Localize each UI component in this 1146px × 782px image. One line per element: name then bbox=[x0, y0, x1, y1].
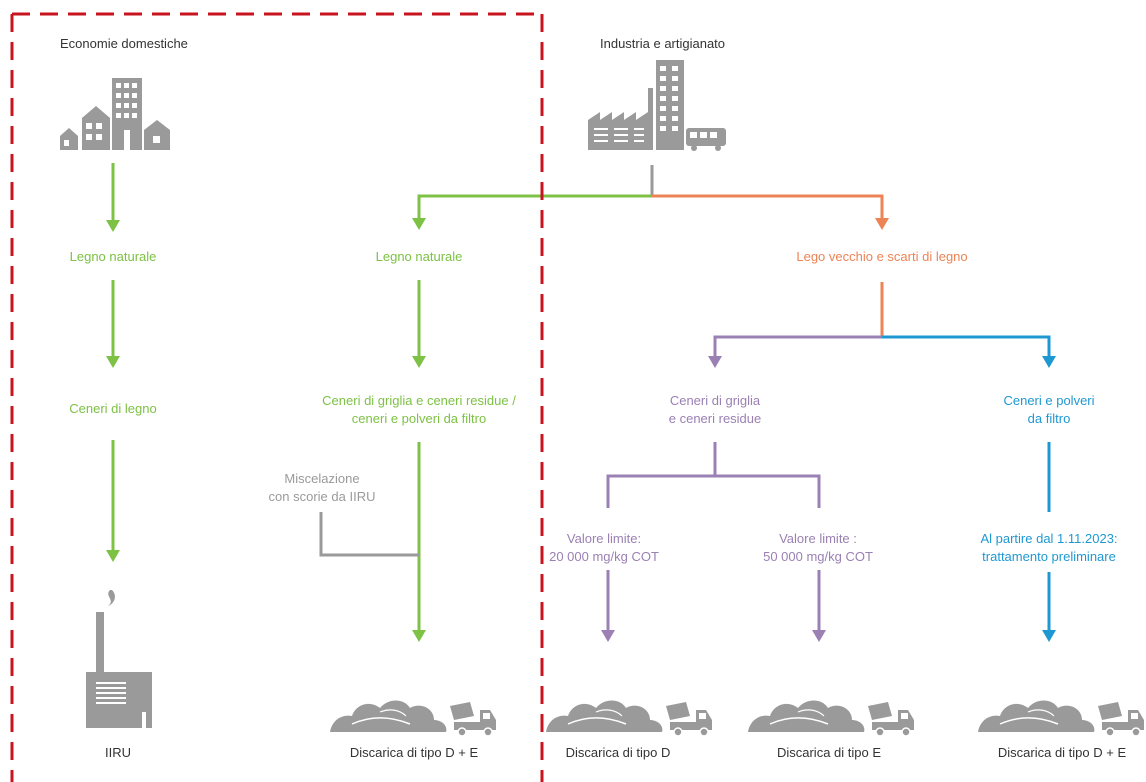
node-filter-ash-line2: da filtro bbox=[1027, 411, 1071, 426]
dest-landfill-e: Discarica di tipo E bbox=[776, 745, 882, 760]
node-wood-ash: Ceneri di legno bbox=[69, 401, 157, 416]
node-limit-50000-line2: 50 000 mg/kg COT bbox=[763, 549, 873, 564]
node-limit-20000-line2: 20 000 mg/kg COT bbox=[549, 549, 659, 564]
node-mixing-line1: Miscelazione bbox=[284, 471, 360, 486]
node-limit-20000-line1: Valore limite: bbox=[566, 531, 642, 546]
node-filter-ash-line1: Ceneri e polveri bbox=[1003, 393, 1095, 408]
incinerator-icon bbox=[86, 590, 152, 728]
factory-icon bbox=[588, 60, 726, 151]
highlight-frame bbox=[10, 12, 544, 782]
dest-landfill-de-mid: Discarica di tipo D + E bbox=[349, 745, 479, 760]
node-pretreatment-line2: trattamento preliminare bbox=[982, 549, 1116, 564]
node-grate-ash-line2: e ceneri residue bbox=[668, 411, 762, 426]
node-old-wood: Lego vecchio e scarti di legno bbox=[796, 249, 968, 264]
node-limit-50000-line1: Valore limite : bbox=[779, 531, 857, 546]
node-mixing-line2: con scorie da IIRU bbox=[268, 489, 376, 504]
landfill-truck-icon bbox=[329, 699, 497, 737]
landfill-truck-icon bbox=[977, 699, 1145, 737]
node-natural-wood-mid: Legno naturale bbox=[375, 249, 463, 264]
dest-iiru: IIRU bbox=[105, 745, 131, 760]
source-households: Economie domestiche bbox=[60, 36, 188, 51]
dest-landfill-de-right: Discarica di tipo D + E bbox=[997, 745, 1127, 760]
node-grate-ash-filter-line2: ceneri e polveri da filtro bbox=[351, 411, 487, 426]
dest-landfill-d: Discarica di tipo D bbox=[565, 745, 671, 760]
node-grate-ash-line1: Ceneri di griglia bbox=[669, 393, 761, 408]
node-pretreatment-line1: Al partire dal 1.11.2023: bbox=[980, 531, 1118, 546]
landfill-truck-icon bbox=[545, 699, 713, 737]
houses-icon bbox=[60, 78, 170, 150]
node-grate-ash-filter-line1: Ceneri di griglia e ceneri residue / bbox=[322, 393, 516, 408]
source-industry: Industria e artigianato bbox=[600, 36, 726, 51]
landfill-truck-icon bbox=[747, 699, 915, 737]
node-natural-wood-left: Legno naturale bbox=[69, 249, 157, 264]
